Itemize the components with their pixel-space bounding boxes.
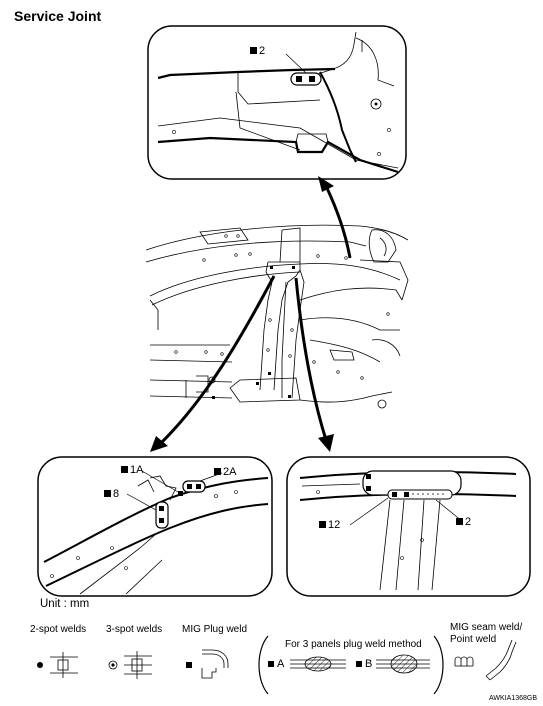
mig-plug-weld-symbol (186, 649, 229, 679)
legend-symbols (37, 635, 517, 695)
callout-right-2: 2 (456, 516, 471, 528)
two-spot-weld-symbol (37, 652, 78, 678)
callout-8: 8 (104, 488, 119, 500)
legend-mig-plug-label: MIG Plug weld (182, 624, 248, 635)
legend-mig-seam-label-2: Point weld (450, 634, 497, 645)
legend-method-a-label: A (277, 658, 285, 670)
callout-12: 12 (319, 519, 340, 531)
body-weld-holes (174, 234, 390, 380)
legend-three-spot-label: 3-spot welds (106, 624, 163, 635)
mig-seam-weld-symbol (454, 639, 517, 681)
unit-label: Unit : mm (40, 598, 90, 610)
method-a-symbol (268, 656, 346, 672)
vehicle-body-sketch (145, 224, 409, 409)
callout-2a: 2A (214, 466, 236, 478)
callout-1a: 1A (121, 464, 143, 476)
bottom-left-detail-panel (37, 456, 273, 597)
method-b-symbol (356, 654, 430, 674)
bottom-right-detail-panel (286, 456, 531, 597)
legend-method-b-label: B (365, 658, 373, 670)
diagram-title: Service Joint (14, 8, 102, 24)
body-weld-squares (212, 266, 295, 399)
legend-two-spot-label: 2-spot welds (30, 624, 87, 635)
pointer-arrows (150, 176, 352, 452)
three-spot-weld-symbol (108, 651, 152, 679)
callout-top-2: 2 (250, 45, 265, 57)
legend-three-panels-label: For 3 panels plug weld method (285, 639, 422, 650)
legend-mig-seam-label-1: MIG seam weld/ (450, 622, 523, 633)
figure-code: AWKIA1368GB (489, 695, 537, 702)
top-detail-panel (147, 25, 407, 180)
